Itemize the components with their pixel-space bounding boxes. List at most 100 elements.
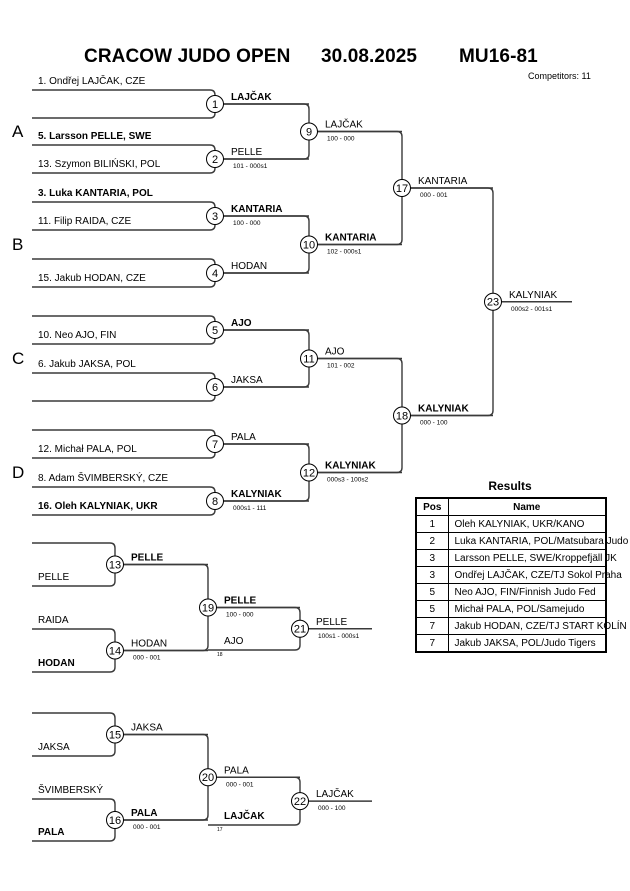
semifinal-loser: AJO <box>224 636 244 647</box>
semifinal-connector <box>309 357 403 474</box>
match-winner: LAJČAK <box>325 118 363 131</box>
result-position: 2 <box>415 532 449 550</box>
event-date: 30.08.2025 <box>321 46 418 67</box>
match-winner: KALYNIAK <box>509 290 557 301</box>
match-number: 19 <box>202 602 214 614</box>
results-title: Results <box>488 479 532 493</box>
result-position: 3 <box>415 566 449 584</box>
match-score: 101 - 002 <box>327 363 355 370</box>
match-number: 5 <box>212 325 218 337</box>
repechage-entry: RAIDA <box>38 615 69 626</box>
match-score: 000 - 001 <box>226 781 254 788</box>
source-match-ref: 18 <box>217 652 223 658</box>
match-number: 1 <box>212 99 218 111</box>
results-row: 7 Jakub HODAN, CZE/TJ START KOLÍN <box>415 617 627 635</box>
match-number-circle <box>206 492 224 510</box>
semifinal-connector <box>309 130 403 246</box>
result-athlete-name: Oleh KALYNIAK, UKR/KANO <box>454 518 585 530</box>
match-score: 000 - 001 <box>133 824 161 831</box>
result-position: 1 <box>415 515 449 533</box>
match-winner: PALA <box>231 432 256 443</box>
match-number-circle <box>206 264 224 282</box>
match-number-circle <box>106 555 124 574</box>
match-winner: PELLE <box>224 596 257 607</box>
match-winner: PELLE <box>231 147 262 158</box>
match-score: 000s3 - 100s2 <box>327 477 369 484</box>
result-athlete-name: Ondřej LAJČAK, CZE/TJ Sokol Praha <box>454 569 622 581</box>
match-score: 000 - 001 <box>133 655 161 662</box>
match-number: 16 <box>109 815 121 827</box>
match-winner: AJO <box>231 318 252 329</box>
match-winner: LAJČAK <box>231 90 272 103</box>
bronze-connector <box>208 606 301 651</box>
match-winner: JAKSA <box>231 375 263 386</box>
result-position: 5 <box>415 583 449 601</box>
match-number-circle <box>206 378 224 396</box>
result-athlete: Ondřej LAJČAK, CZE/TJ Sokol Praha <box>447 566 622 584</box>
match-number-circle <box>206 207 224 225</box>
competitor-entry: 6. Jakub JAKSA, POL <box>38 359 136 370</box>
column-header-name: Name <box>447 497 607 516</box>
match-winner: KALYNIAK <box>418 404 470 415</box>
match-number: 7 <box>212 439 218 451</box>
competitor-entry: 13. Szymon BILIŃSKI, POL <box>38 157 161 170</box>
competitor-entry: 12. Michał PALA, POL <box>38 444 137 455</box>
result-athlete: Neo AJO, FIN/Finnish Judo Fed <box>447 583 607 601</box>
bronze-score: 100s1 - 000s1 <box>318 633 360 640</box>
competitor-entry: 16. Oleh KALYNIAK, UKR <box>38 501 158 512</box>
page-title: CRACOW JUDO OPEN 30.08.2025 MU16-81 <box>0 46 630 70</box>
result-athlete: Oleh KALYNIAK, UKR/KANO <box>447 515 607 533</box>
bronze-score: 000 - 100 <box>318 805 346 812</box>
results-header-row: Pos Name <box>415 497 607 516</box>
competitor-entry: 3. Luka KANTARIA, POL <box>38 188 153 199</box>
match-score: 000 - 100 <box>420 420 448 427</box>
match-winner: HODAN <box>131 639 167 650</box>
match-number-circle <box>106 811 124 829</box>
competitors-count: Competitors: 11 <box>528 71 591 81</box>
match-number: 20 <box>202 772 214 784</box>
final-connector <box>402 187 494 417</box>
match-number-circle <box>199 598 217 617</box>
results-row: 3 Larsson PELLE, SWE/Kroppefjäll JK <box>415 549 617 567</box>
round1-connector <box>32 372 216 402</box>
match-number: 17 <box>396 183 408 195</box>
result-athlete-name: Jakub HODAN, CZE/TJ START KOLÍN <box>454 620 627 632</box>
match-number-circle <box>300 349 318 368</box>
result-position: 5 <box>415 600 449 618</box>
repechage-entry: HODAN <box>38 658 75 669</box>
result-athlete-name: Larsson PELLE, SWE/Kroppefjäll JK <box>454 552 617 564</box>
pool-label-a: A <box>12 122 24 141</box>
competitor-entry: 15. Jakub HODAN, CZE <box>38 273 146 284</box>
round1-connector <box>32 89 216 119</box>
match-number-circle <box>199 768 217 787</box>
match-number-circle <box>106 641 124 660</box>
bronze-winner: LAJČAK <box>316 787 354 800</box>
match-number: 3 <box>212 211 218 223</box>
match-number-circle <box>300 235 318 254</box>
result-athlete: Larsson PELLE, SWE/Kroppefjäll JK <box>447 549 617 567</box>
result-athlete-name: Jakub JAKSA, POL/Judo Tigers <box>454 637 596 649</box>
repechage-connector <box>115 733 209 821</box>
match-number: 8 <box>212 496 218 508</box>
match-winner: KANTARIA <box>325 233 376 244</box>
match-number: 6 <box>212 382 218 394</box>
event-name: CRACOW JUDO OPEN <box>84 46 291 67</box>
match-number-circle <box>291 792 309 811</box>
column-header-pos: Pos <box>415 497 449 516</box>
bronze-winner: PELLE <box>316 617 347 628</box>
competitor-entry: 10. Neo AJO, FIN <box>38 330 116 341</box>
match-score: 000s1 - 111 <box>233 505 267 512</box>
pool-label-c: C <box>12 349 24 368</box>
repechage-entry: ŠVIMBERSKÝ <box>38 783 103 796</box>
repechage-entry: PELLE <box>38 572 69 583</box>
match-winner: KALYNIAK <box>231 489 283 500</box>
match-number-circle <box>106 725 124 744</box>
match-score: 100 - 000 <box>226 612 254 619</box>
match-winner: KANTARIA <box>231 204 282 215</box>
match-number: 15 <box>109 729 121 741</box>
match-number: 14 <box>109 645 121 657</box>
result-position: 3 <box>415 549 449 567</box>
result-position: 7 <box>415 617 449 635</box>
